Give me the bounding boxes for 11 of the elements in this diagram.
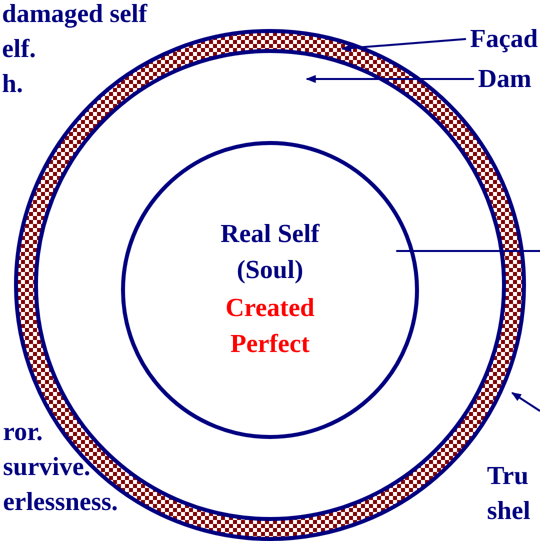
leader-line [396,250,540,252]
callout-label: Dam [478,63,532,95]
arrow [511,392,540,412]
arrow [306,75,474,83]
note-text: damaged self elf. h. [2,0,148,100]
note-text: ror. survive. erlessness. [3,416,118,518]
callout-label: Façad [470,23,538,55]
core-sublabel: Created Perfect [224,292,316,360]
note-text: Tru shel [487,460,530,527]
core-label: Real Self (Soul) [220,218,321,286]
arrow [341,38,466,52]
